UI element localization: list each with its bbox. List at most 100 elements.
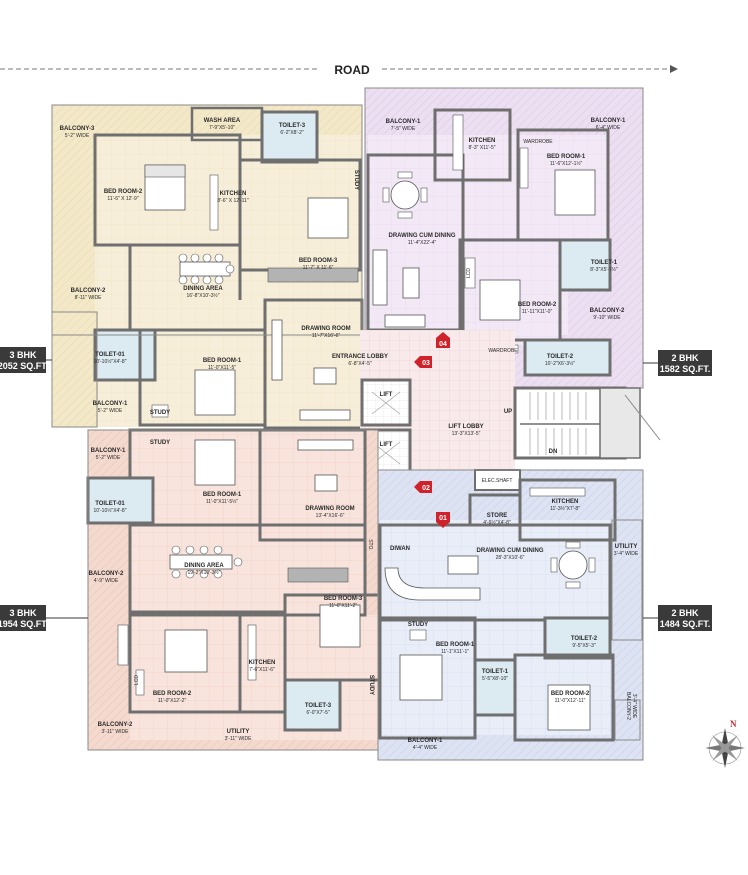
lcd-icon xyxy=(135,669,145,696)
unit-a xyxy=(51,104,364,430)
room-size: 3'-4" WIDE xyxy=(631,694,637,719)
dining-table-icon xyxy=(169,554,233,570)
room-label: BED ROOM-3 xyxy=(299,258,338,264)
room-size: 4'-4" WIDE xyxy=(413,745,438,751)
room-size: 3'-11" WIDE xyxy=(102,729,129,735)
room-label: BALCONY-2 xyxy=(98,722,133,728)
north-label: N xyxy=(730,719,737,729)
room-size: 28'-3"X10'-6" xyxy=(496,555,525,561)
room-size: 9'-10" WIDE xyxy=(593,315,621,321)
wardrobe-icon xyxy=(117,624,129,666)
room-label: UTILITY xyxy=(615,544,638,550)
room-size: 11'-6" X 12'-9" xyxy=(107,196,138,202)
room-size: 11'-6"X12'-1½" xyxy=(550,160,583,167)
room-size: 6'-0"X7'-5" xyxy=(306,710,329,716)
room-label: STUDY xyxy=(368,675,374,695)
kitchen-counter-icon xyxy=(247,624,257,681)
room-size: 9'-5"X5'-3" xyxy=(572,643,595,649)
room-label: TOILET-1 xyxy=(482,669,509,675)
room-label: TOILET-01 xyxy=(95,352,125,358)
coffee-table-icon xyxy=(314,474,338,492)
room-label: TOILET-3 xyxy=(279,123,306,129)
room-label: STUDY xyxy=(408,622,428,628)
room-label: ENTRANCE LOBBY xyxy=(332,354,388,360)
bed-icon xyxy=(307,197,349,239)
kitchen-counter-icon xyxy=(529,487,586,497)
room-label: KITCHEN xyxy=(249,660,276,666)
room-label: ELEC.SHAFT xyxy=(482,478,513,484)
lobby xyxy=(360,330,661,490)
bed-icon xyxy=(164,629,208,673)
room-label: TOILET-2 xyxy=(571,636,598,642)
room-label: TOILET-01 xyxy=(95,501,125,507)
room-size: 11'-0"X12'-11" xyxy=(555,698,586,704)
room-size: 4'-9½"X4'-8" xyxy=(483,519,511,526)
kitchen-counter-icon xyxy=(452,114,464,171)
bed-icon xyxy=(399,654,443,701)
room-size: 8'-11" WIDE xyxy=(75,295,102,301)
room-label: BED ROOM-2 xyxy=(551,691,590,697)
room-label: BALCONY-2 xyxy=(89,571,124,577)
room-label: BALCONY-2 xyxy=(71,288,106,294)
room-size: 7'-9"X5'-10" xyxy=(209,125,235,131)
room-size: 13'-4"X16'-6" xyxy=(316,513,345,519)
unit-tag-a: 3 BHK 2052 SQ.FT. xyxy=(0,347,52,373)
room-size: 5'-5"X8'-10" xyxy=(482,676,508,682)
room-size: 8'-6" X 12'-11" xyxy=(217,198,248,204)
bed-icon xyxy=(194,369,236,416)
compass-icon: N xyxy=(705,719,745,768)
room-size: 11'-4"X22'-4" xyxy=(408,240,437,246)
lcd-icon xyxy=(464,257,476,289)
room-label: TOILET-2 xyxy=(547,354,574,360)
unit-type: 3 BHK xyxy=(9,350,37,360)
road-label: ROAD xyxy=(334,63,370,77)
room-label: BALCONY-1 xyxy=(408,738,443,744)
room-size: 10'-2"X6'-3½" xyxy=(545,360,575,367)
kitchen-counter-icon xyxy=(209,174,219,231)
unit-c xyxy=(364,87,644,389)
room-label: WARDROBE xyxy=(488,348,518,354)
room-size: 7'-5" WIDE xyxy=(391,126,416,132)
room-label: BALCONY-2 xyxy=(625,692,631,720)
unit-d xyxy=(377,469,644,761)
room-label: LIFT LOBBY xyxy=(448,424,483,430)
unit-area: 1954 SQ.FT. xyxy=(0,619,48,629)
room-label: STUDY xyxy=(353,170,359,190)
study-desk-icon xyxy=(151,404,169,418)
wardrobe-icon xyxy=(519,147,529,189)
bed-icon xyxy=(554,169,596,216)
room-size: 16'-8"X10'-3½" xyxy=(187,292,220,299)
sofa-icon xyxy=(384,567,481,601)
room-size: 6'-4" WIDE xyxy=(596,125,621,131)
unit-b-floor xyxy=(130,430,365,615)
unit-tag-b: 3 BHK 1954 SQ.FT. xyxy=(0,605,88,631)
unit-b xyxy=(86,428,382,751)
room-label: DRAWING CUM DINING xyxy=(389,233,456,239)
unit-area: 1582 SQ.FT. xyxy=(660,364,711,374)
room-label: DINING AREA xyxy=(184,563,224,569)
sofa-icon xyxy=(384,314,426,328)
room-label: STUDY xyxy=(150,440,170,446)
lift-label: LIFT xyxy=(380,442,393,448)
room-label: BED ROOM-1 xyxy=(203,358,242,364)
room-label: BED ROOM-2 xyxy=(153,691,192,697)
room-labels: BALCONY-3 5'-2" WIDE WASH AREA 7'-9"X5'-… xyxy=(60,118,639,751)
unit-type: 3 BHK xyxy=(9,608,37,618)
room-size: 3'-4" WIDE xyxy=(614,551,639,557)
svg-text:04: 04 xyxy=(439,341,447,348)
dining-table-icon xyxy=(558,550,588,580)
room-label: STO. xyxy=(367,539,373,551)
room-size: 3'-11" WIDE xyxy=(225,736,252,742)
room-size: 19'-2"X10'-3½" xyxy=(188,569,221,576)
bed-icon xyxy=(194,439,236,486)
bed-icon xyxy=(479,279,521,321)
sofa-icon xyxy=(297,439,354,451)
room-label: DINING AREA xyxy=(183,286,223,292)
lift-1 xyxy=(360,378,412,427)
room-label: BALCONY-1 xyxy=(386,119,421,125)
room-size: 5'-2" WIDE xyxy=(98,408,123,414)
room-label: STORE xyxy=(487,513,508,519)
stair-down-label: DN xyxy=(549,449,558,455)
room-label: BED ROOM-1 xyxy=(547,154,586,160)
